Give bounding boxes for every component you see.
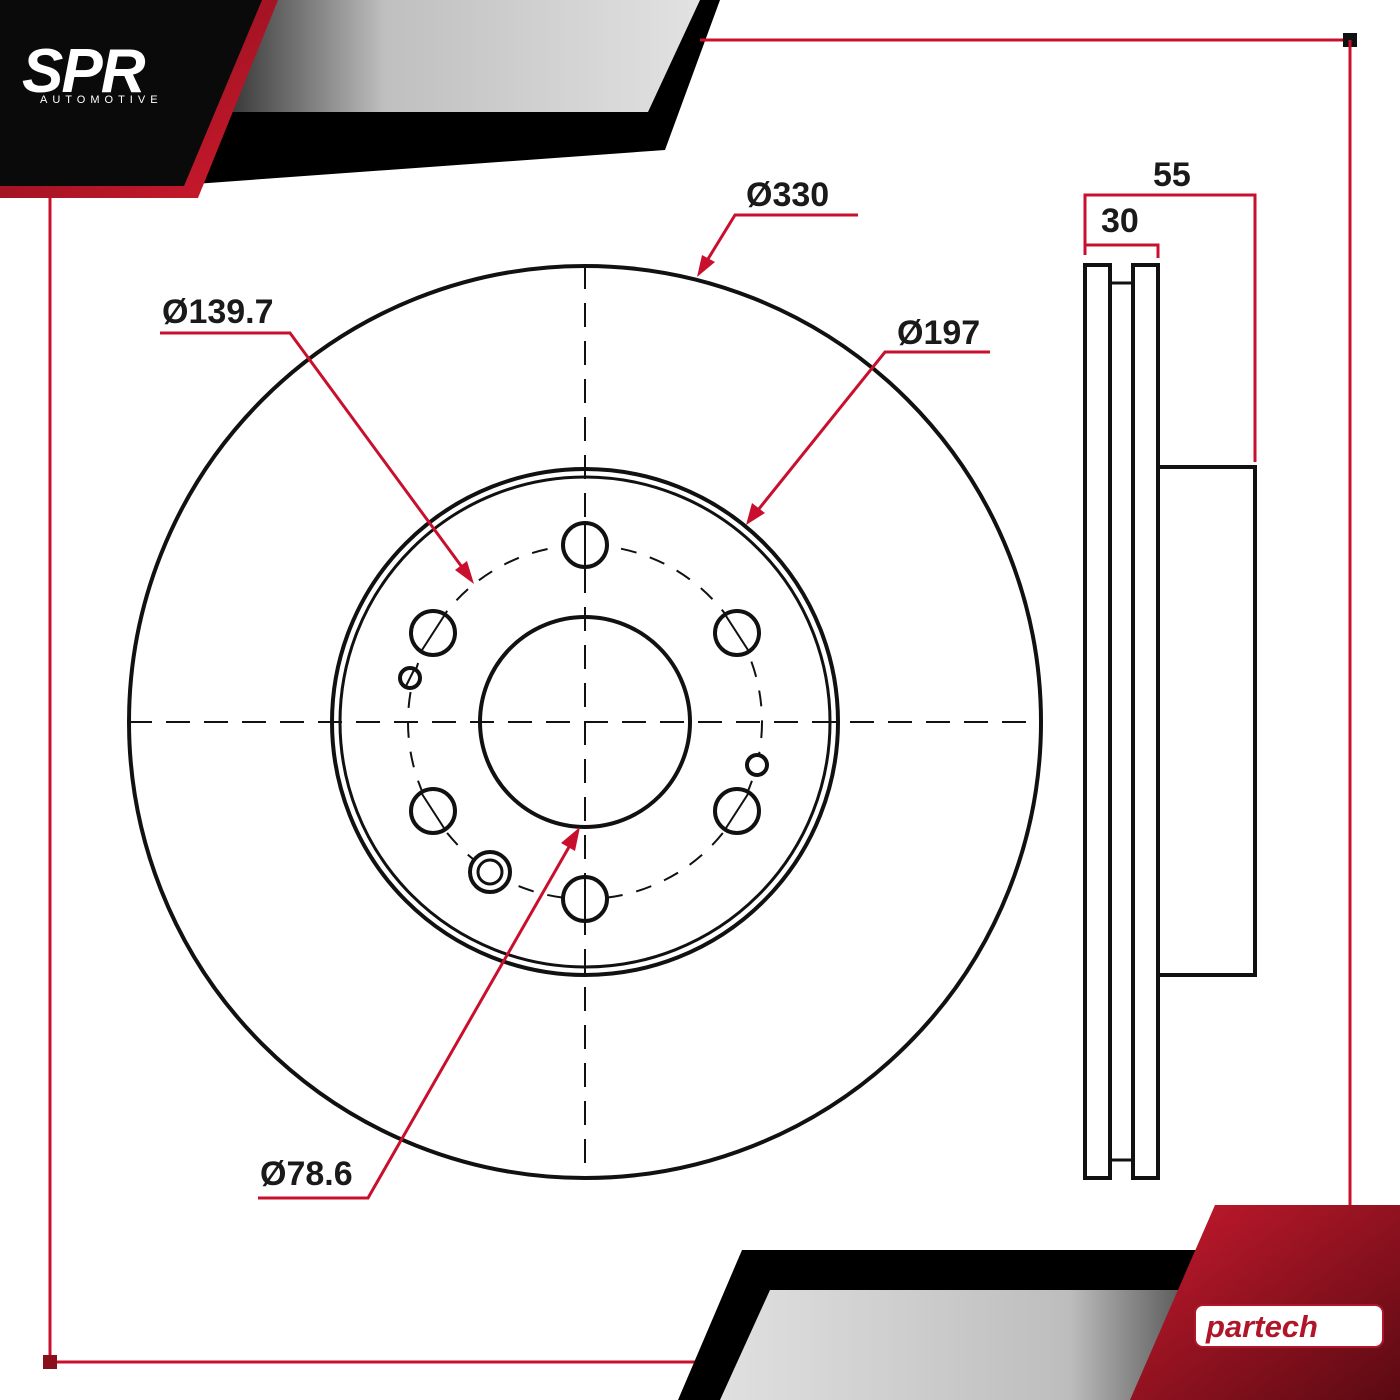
svg-text:AUTOMOTIVE: AUTOMOTIVE [40,94,163,106]
top-left-banner [0,0,720,198]
rotor-side-view [1083,263,1257,1180]
spr-logo: SPR AUTOMOTIVE [22,37,163,106]
partech-logo: partech [1194,1304,1384,1348]
small-hole-right [745,753,769,777]
frame-lines [43,33,1357,1369]
outer-friction-plate [1131,263,1160,1180]
hat-profile [1158,465,1257,977]
dimension-labels: Ø330 Ø139.7 Ø197 Ø78.6 55 30 [162,156,1191,1193]
threaded-hole-outer [468,850,512,894]
hat-diameter-label: Ø197 [897,314,980,352]
svg-text:partech: partech [1205,1309,1318,1344]
threaded-hole-inner [476,858,504,886]
rotor-front-view [127,264,1043,1180]
inner-friction-plate [1083,263,1112,1180]
bottom-right-banner [678,1205,1400,1400]
svg-text:SPR: SPR [22,37,146,106]
leader-lines [160,193,1257,1200]
thickness-label: 30 [1101,202,1139,240]
hole-dash-marks [421,525,749,919]
center-bore-label: Ø78.6 [260,1155,353,1193]
bolt-circle-label: Ø139.7 [162,293,274,331]
total-height-label: 55 [1153,156,1191,194]
outer-diameter-label: Ø330 [746,176,829,214]
